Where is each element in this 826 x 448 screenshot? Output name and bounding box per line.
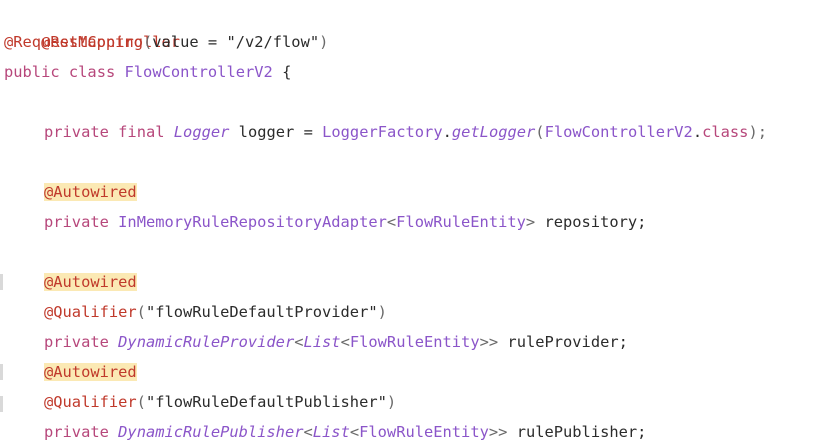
angle-open: < (386, 213, 397, 231)
angle-open: < (303, 423, 313, 441)
keyword-private: private (44, 333, 109, 351)
keyword-class: class (702, 123, 749, 141)
keyword-private: private (44, 213, 109, 231)
type-repository-adapter: InMemoryRuleRepositoryAdapter (118, 213, 387, 231)
method-get-logger: getLogger (451, 123, 536, 141)
keyword-final: final (118, 123, 165, 141)
semicolon: ; (637, 423, 647, 441)
string-literal: "flowRuleDefaultProvider" (145, 303, 378, 321)
type-dynamic-rule-publisher: DynamicRulePublisher (118, 423, 304, 441)
semicolon: ; (618, 333, 628, 351)
annotation-qualifier: @Qualifier (44, 303, 137, 321)
angle-open: < (349, 423, 360, 441)
type-dynamic-rule-provider: DynamicRuleProvider (118, 333, 295, 351)
angle-open: < (340, 333, 350, 351)
class-name: FlowControllerV2 (124, 63, 273, 81)
code-line-14[interactable]: @Qualifier("flowRuleDefaultPublisher") (4, 387, 396, 417)
annotation-autowired: @Autowired (44, 363, 137, 381)
equals: = (198, 33, 227, 51)
type-flow-rule-entity: FlowRuleEntity (359, 423, 489, 441)
class-ref: FlowControllerV2 (544, 123, 693, 141)
field-name: logger (238, 123, 295, 141)
gutter-fold-marker[interactable] (0, 274, 3, 290)
semicolon: ; (637, 213, 647, 231)
code-line-11[interactable]: @Qualifier("flowRuleDefaultProvider") (4, 297, 387, 327)
field-name: ruleProvider (507, 333, 619, 351)
logger-factory: LoggerFactory (322, 123, 443, 141)
gutter-fold-marker[interactable] (0, 396, 3, 412)
code-line-3[interactable]: public class FlowControllerV2 { (4, 57, 291, 87)
string-literal: "flowRuleDefaultPublisher" (145, 393, 387, 411)
angle-close: > (525, 213, 536, 231)
annotation-qualifier: @Qualifier (44, 393, 137, 411)
code-line-8[interactable]: private InMemoryRuleRepositoryAdapter<Fl… (4, 207, 646, 237)
annotation-rest-controller: @RestController (41, 33, 181, 51)
angle-close: >> (488, 423, 508, 441)
code-line-12[interactable]: private DynamicRuleProvider<List<FlowRul… (4, 327, 628, 357)
dot: . (692, 123, 703, 141)
paren: ( (136, 303, 146, 321)
type-logger: Logger (173, 123, 230, 141)
type-flow-rule-entity: FlowRuleEntity (349, 333, 480, 351)
angle-close: >> (479, 333, 499, 351)
keyword-public: public (4, 63, 60, 81)
type-list: List (312, 423, 350, 441)
annotation-autowired: @Autowired (44, 273, 137, 291)
code-line-7[interactable]: @Autowired (4, 177, 137, 207)
gutter-fold-marker[interactable] (0, 364, 3, 380)
code-line-13[interactable]: @Autowired (4, 357, 137, 387)
annotation-request-mapping: @RequestMapping (4, 33, 143, 51)
code-line-15[interactable]: private DynamicRulePublisher<List<FlowRu… (4, 417, 646, 447)
type-list: List (303, 333, 341, 351)
paren: ) (319, 33, 329, 51)
code-line-5[interactable]: private final Logger logger = LoggerFact… (4, 117, 767, 147)
field-name: rulePublisher (516, 423, 638, 441)
angle-open: < (294, 333, 304, 351)
paren: ( (143, 33, 153, 51)
keyword-private: private (44, 423, 109, 441)
string-literal: "/v2/flow" (226, 33, 320, 51)
code-line-1[interactable]: @RestController (4, 0, 180, 51)
field-name: repository (544, 213, 638, 231)
paren: ( (535, 123, 545, 141)
paren: ) (377, 303, 387, 321)
keyword-private: private (44, 123, 109, 141)
paren: ) (386, 393, 397, 411)
type-flow-rule-entity: FlowRuleEntity (396, 213, 526, 231)
code-line-10[interactable]: @Autowired (4, 267, 137, 297)
paren: ( (136, 393, 146, 411)
annotation-autowired: @Autowired (44, 183, 137, 201)
code-line-2[interactable]: @RequestMapping(value = "/v2/flow") (4, 27, 328, 57)
paren-semicolon: ); (748, 123, 767, 141)
brace: { (282, 63, 292, 81)
param-name: value (152, 33, 199, 51)
keyword-class: class (68, 63, 116, 81)
equals: = (303, 123, 313, 141)
dot: . (442, 123, 452, 141)
